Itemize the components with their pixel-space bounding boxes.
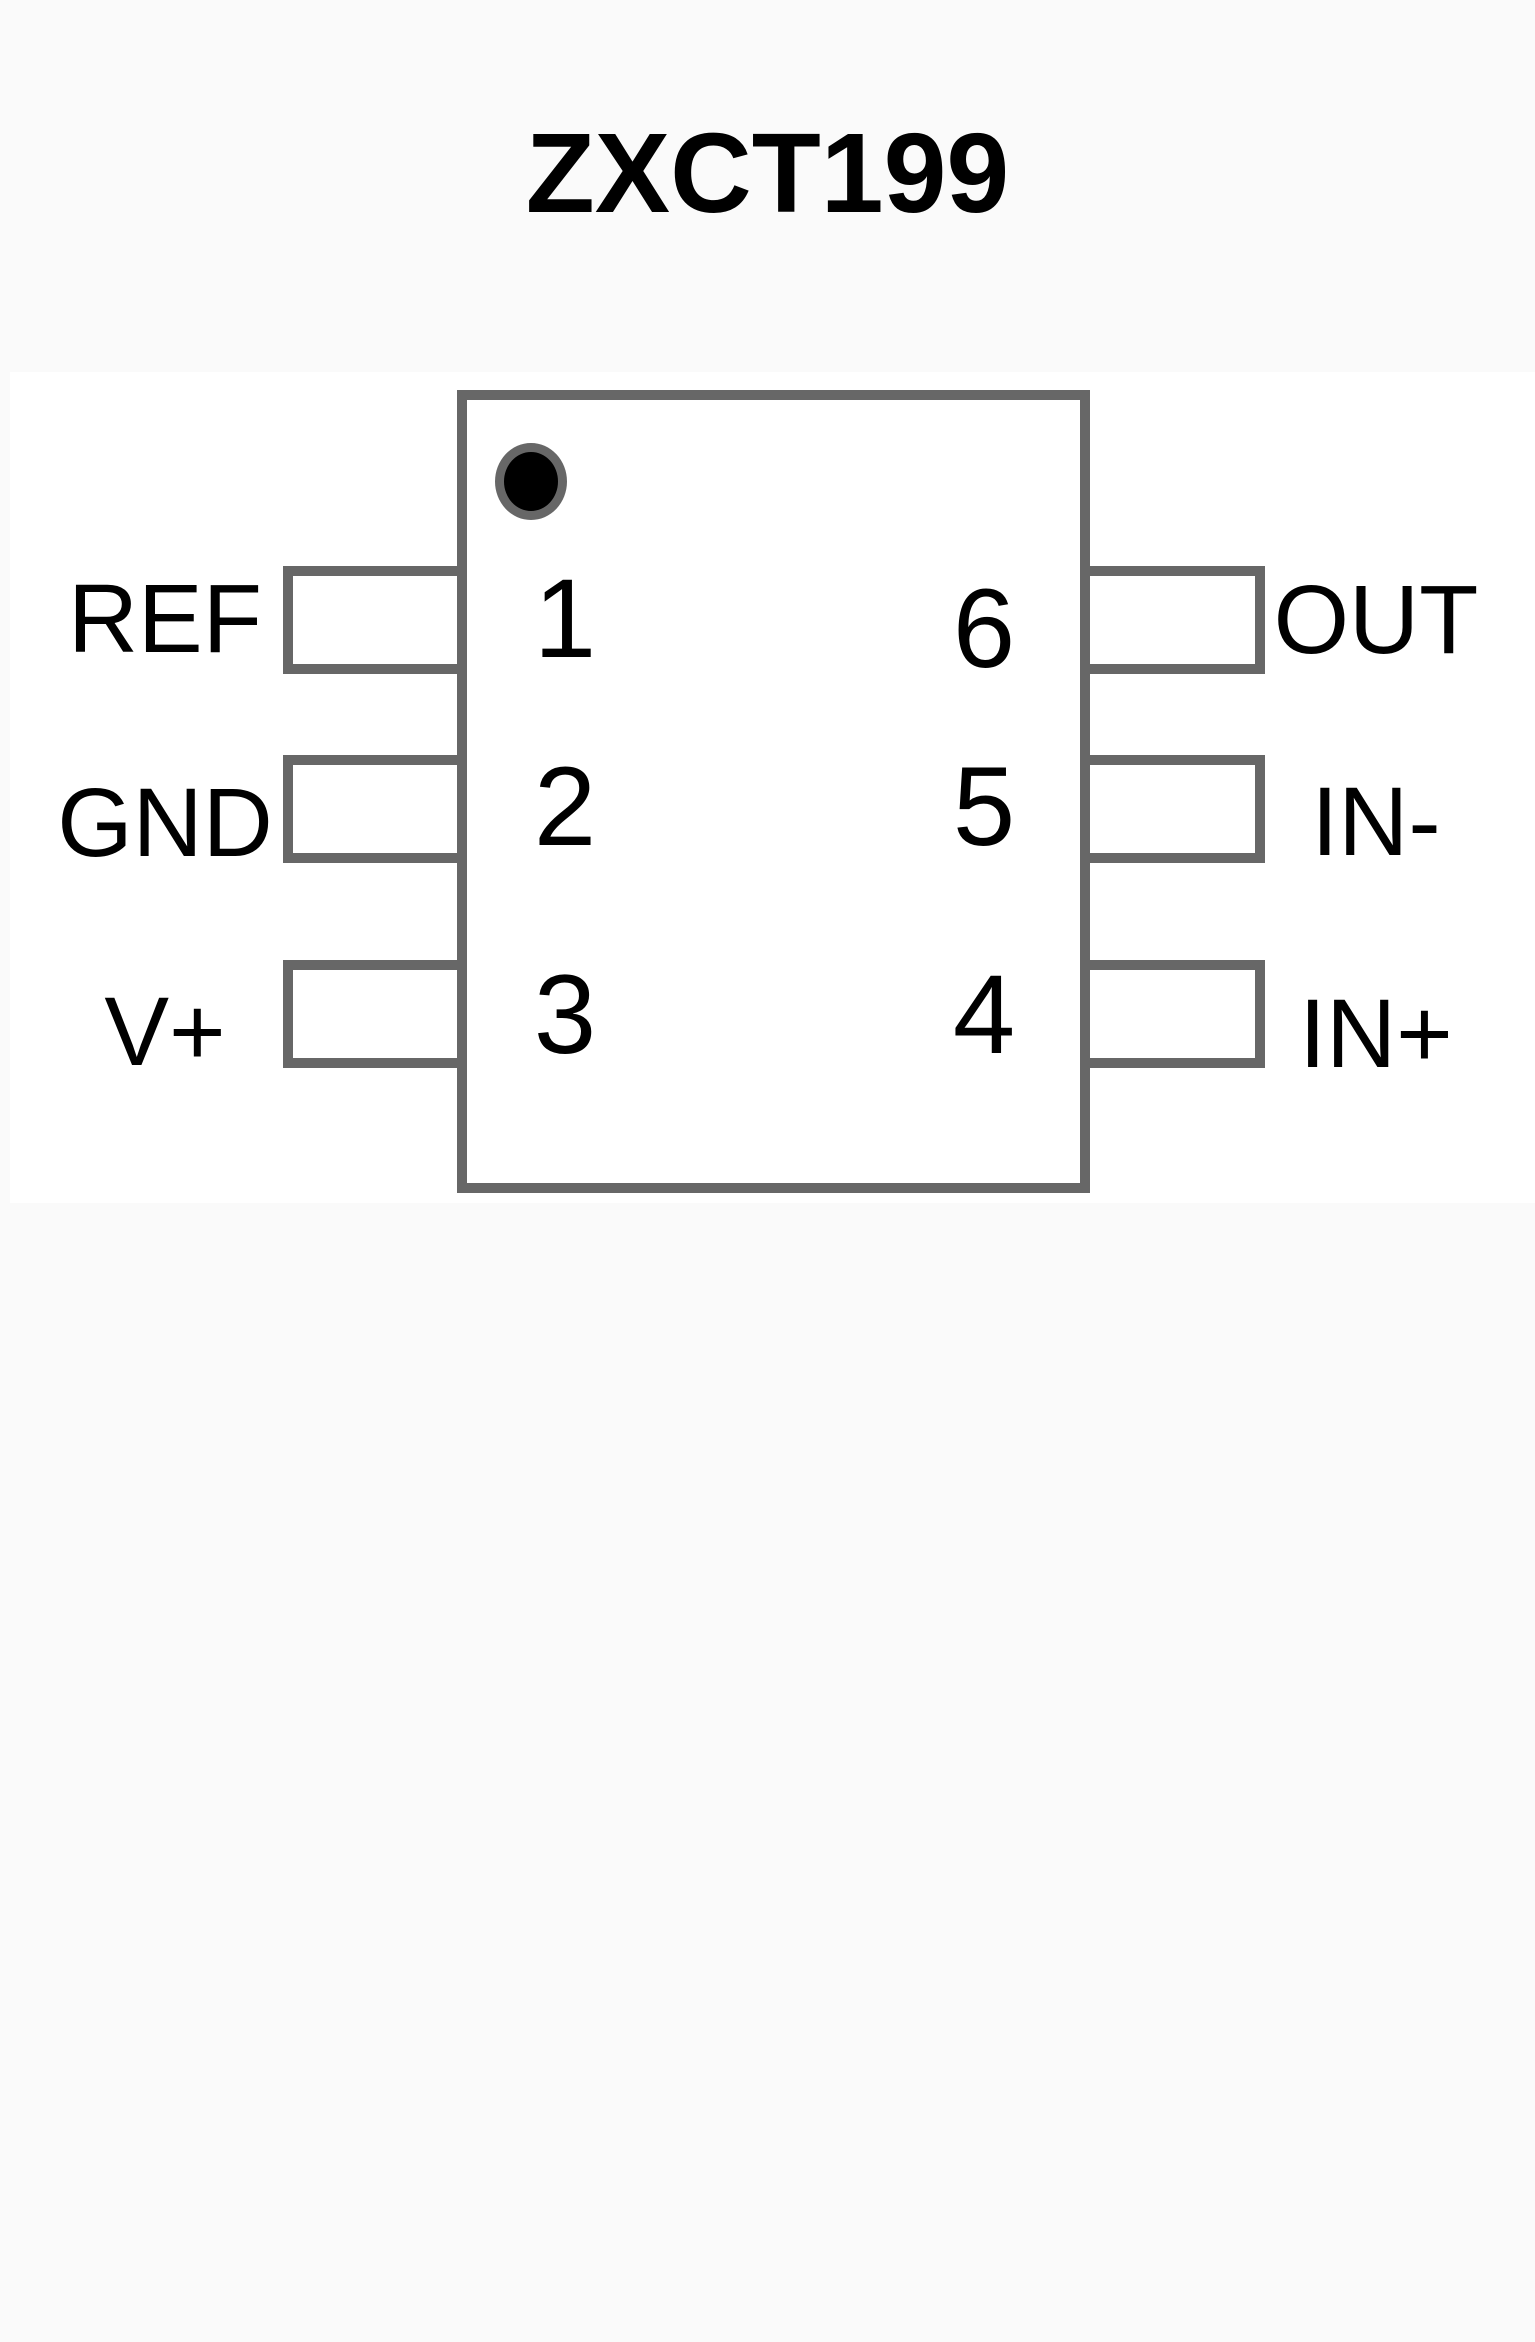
- pin-label-ref: REF: [68, 564, 262, 673]
- pin-number-2: 2: [533, 744, 597, 869]
- page-title: ZXCT199: [525, 110, 1010, 236]
- chip-body: [457, 390, 1090, 1193]
- pin-number-3: 3: [533, 952, 597, 1077]
- pin-number-6: 6: [952, 566, 1016, 691]
- pin-label-out: OUT: [1273, 565, 1479, 674]
- pin-number-5: 5: [952, 744, 1016, 869]
- pin-pad-gnd: [283, 755, 467, 863]
- pin-number-4: 4: [952, 952, 1016, 1077]
- pin-label-in-minus: IN-: [1311, 767, 1441, 876]
- pin-label-vplus: V+: [104, 977, 226, 1086]
- pin-pad-vplus: [283, 960, 467, 1068]
- pin-number-1: 1: [533, 556, 597, 681]
- pin1-indicator-dot: [495, 443, 567, 520]
- pin-label-gnd: GND: [57, 768, 273, 877]
- pin-label-in-plus: IN+: [1299, 979, 1453, 1088]
